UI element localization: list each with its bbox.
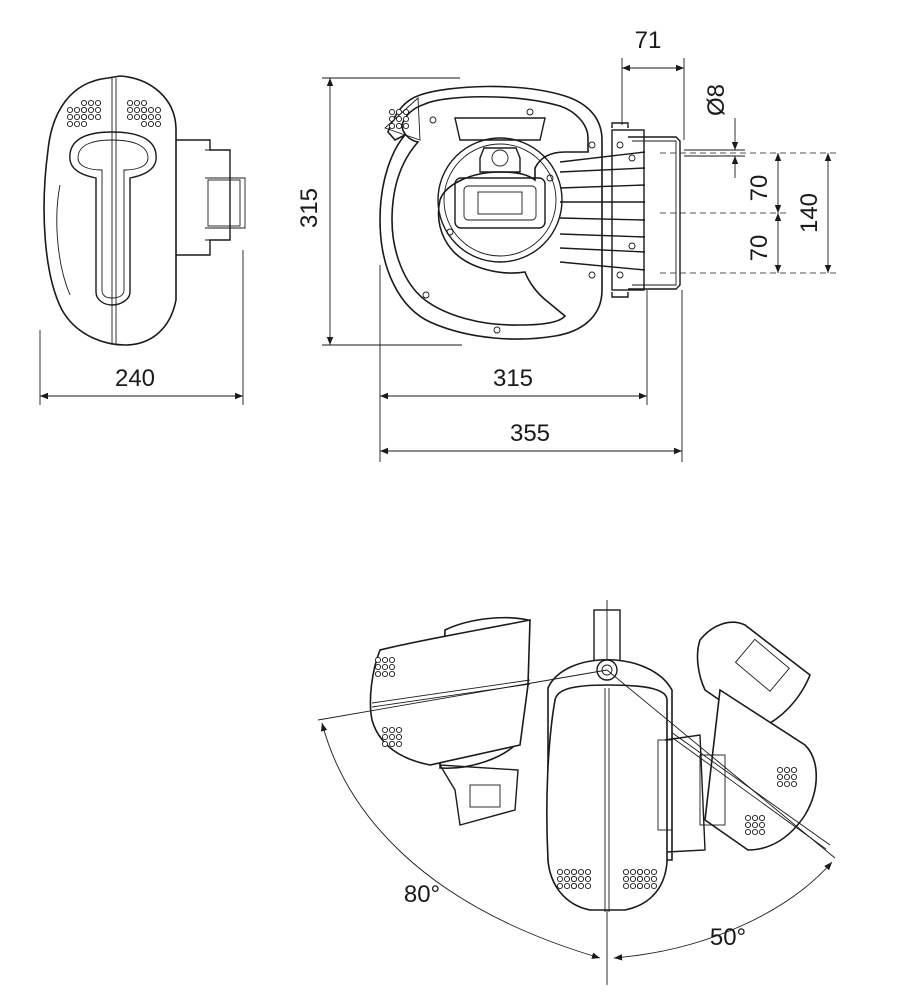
dimension-label-140: 140 <box>796 193 823 233</box>
dimension-label-240: 240 <box>115 365 155 392</box>
dimension-front-width: 315 355 <box>379 265 683 462</box>
rotation-view: 80° 50° <box>317 600 836 985</box>
dimension-side-width: 240 <box>39 250 244 405</box>
dimension-label-70-upper: 70 <box>746 175 773 202</box>
dimension-label-diameter: Ø8 <box>703 84 730 116</box>
dimension-height: 315 <box>296 77 462 346</box>
unit-rotated-left <box>369 616 531 826</box>
dimension-label-355: 355 <box>510 420 550 447</box>
front-view <box>379 85 681 340</box>
dimension-label-315-width: 315 <box>493 365 533 392</box>
dimension-label-71: 71 <box>635 27 662 54</box>
side-view <box>43 75 246 346</box>
dimension-label-315-height: 315 <box>296 188 323 228</box>
unit-rotated-right <box>611 621 831 851</box>
dimension-bracket: 71 Ø8 70 70 140 <box>621 27 838 274</box>
angle-label-right: 50° <box>710 924 746 951</box>
dimension-label-70-lower: 70 <box>746 235 773 262</box>
unit-center <box>546 658 726 912</box>
angle-label-left: 80° <box>404 881 440 908</box>
